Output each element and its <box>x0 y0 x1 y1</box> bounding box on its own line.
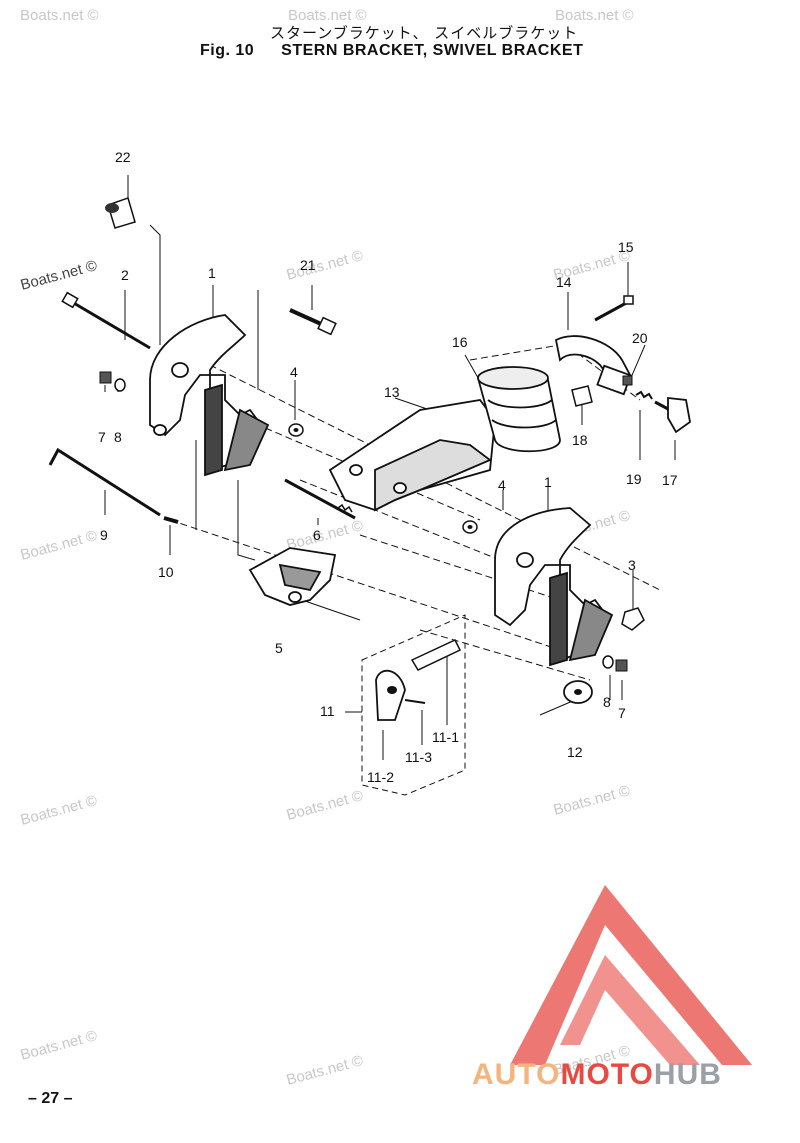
callout-15: 15 <box>618 239 634 255</box>
part-11-2-lever <box>375 669 406 721</box>
leader-lines <box>104 175 676 760</box>
callout-5: 5 <box>275 640 283 656</box>
part-21-bolt <box>289 308 337 336</box>
watermark: Boats.net © <box>19 1027 99 1064</box>
callout-10: 10 <box>158 564 174 580</box>
callout-20: 20 <box>632 330 648 346</box>
part-7-nut-right <box>615 659 628 672</box>
part-20-nut <box>622 375 633 386</box>
part-10-pin <box>163 516 179 524</box>
callout-8-right: 8 <box>603 694 611 710</box>
diagram-title: Fig. 10 STERN BRACKET, SWIVEL BRACKET <box>200 42 583 60</box>
part-22-cap <box>105 197 136 229</box>
part-13-swivel-bracket <box>328 399 496 512</box>
watermark: Boats.net © <box>19 257 99 294</box>
callout-11-3: 11-3 <box>405 749 432 765</box>
watermark: Boats.net © <box>288 7 367 24</box>
callout-21: 21 <box>300 257 316 273</box>
part-4-washer-upper <box>288 423 304 437</box>
part-19-spring <box>635 390 653 400</box>
brand-part-hub: HUB <box>653 1058 722 1091</box>
callout-18: 18 <box>572 432 588 448</box>
callout-19: 19 <box>626 471 642 487</box>
watermark: Boats.net © <box>20 7 99 24</box>
callout-1-right: 1 <box>544 474 552 490</box>
callout-9: 9 <box>100 527 108 543</box>
watermark: Boats.net © <box>285 1052 365 1089</box>
callout-12: 12 <box>567 744 583 760</box>
brand-part-auto: AUTO <box>472 1058 561 1091</box>
callout-7-right: 7 <box>618 705 626 721</box>
callout-1-left: 1 <box>208 265 216 281</box>
watermark: Boats.net © <box>19 792 99 829</box>
watermark: Boats.net © <box>285 787 365 824</box>
brand-logo-mark <box>510 885 752 1065</box>
part-11-1-pin <box>410 639 462 671</box>
part-16-bushing <box>477 366 561 453</box>
group-outline-11 <box>361 614 466 796</box>
callout-11: 11 <box>320 703 335 719</box>
callout-22: 22 <box>115 149 131 165</box>
callout-8-left: 8 <box>114 429 122 445</box>
part-1-stern-bracket-left <box>149 314 270 477</box>
callout-14: 14 <box>556 274 572 290</box>
page-number: – 27 – <box>28 1090 73 1107</box>
part-8-washer-right <box>602 655 614 669</box>
callout-labels: 22 2 1 21 15 14 16 20 4 13 7 8 18 19 17 … <box>98 149 678 785</box>
watermark: Boats.net © <box>19 527 99 564</box>
diagram-title-japanese: スターンブラケット、 スイベルブラケット <box>270 24 579 42</box>
part-5-plate <box>248 547 337 606</box>
part-4-washer-lower <box>462 520 478 534</box>
callout-4-lower: 4 <box>498 477 506 493</box>
watermark: Boats.net © <box>285 247 365 284</box>
part-18-block <box>571 385 593 407</box>
watermark: Boats.net © <box>555 7 634 24</box>
part-6-shaft <box>284 478 356 520</box>
part-12-pad <box>563 680 593 704</box>
callout-16: 16 <box>452 334 468 350</box>
part-7-nut-left <box>99 371 112 384</box>
part-14-clamp <box>554 335 632 396</box>
watermark: Boats.net © <box>552 782 632 819</box>
part-9-tilt-rod <box>48 447 161 517</box>
brand-part-moto: MOTO <box>560 1058 654 1091</box>
part-15-screw <box>594 295 634 322</box>
callout-6: 6 <box>313 527 321 543</box>
part-11-3-pin <box>404 699 426 704</box>
part-1-stern-bracket-right <box>494 507 614 667</box>
part-17-thumb-screw <box>654 396 691 434</box>
callout-17: 17 <box>662 472 678 488</box>
callout-3: 3 <box>628 557 636 573</box>
callout-11-2: 11-2 <box>367 769 394 785</box>
callout-4-upper: 4 <box>290 364 298 380</box>
figure-title: STERN BRACKET, SWIVEL BRACKET <box>281 42 584 59</box>
callout-2: 2 <box>121 267 129 283</box>
part-8-washer-left <box>114 378 126 392</box>
callout-7-left: 7 <box>98 429 106 445</box>
part-3-nut <box>621 607 645 631</box>
brand-wordmark: AUTOMOTOHUB <box>472 1058 722 1092</box>
callout-13: 13 <box>384 384 400 400</box>
callout-11-1: 11-1 <box>432 729 459 745</box>
figure-number: Fig. 10 <box>200 42 255 59</box>
part-2-bolt <box>61 291 151 350</box>
